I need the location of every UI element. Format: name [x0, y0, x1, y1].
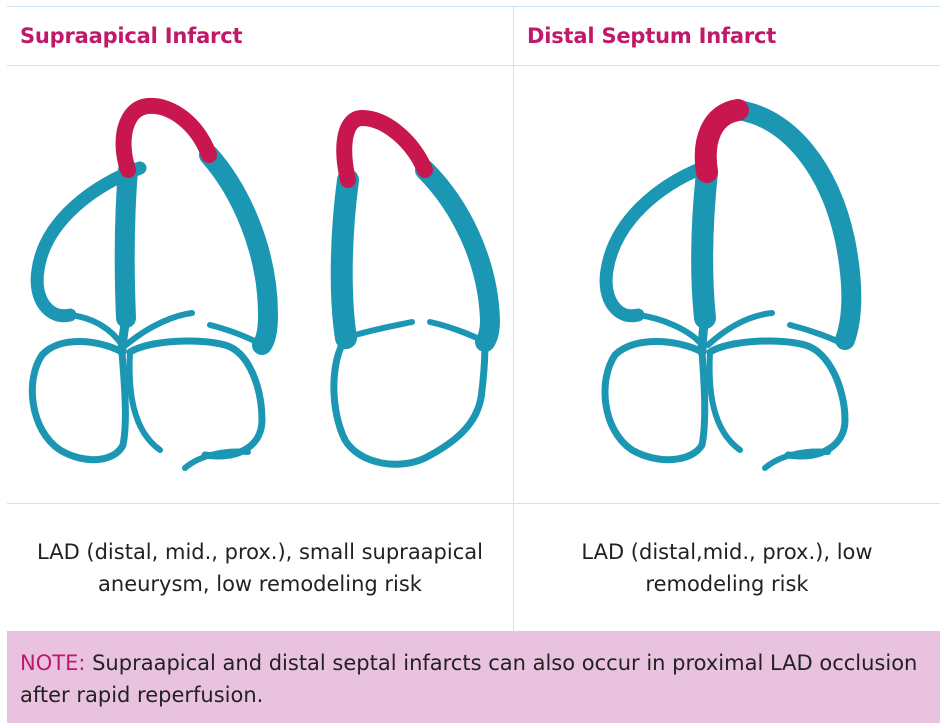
infarct-segment	[124, 106, 209, 170]
note-text: Supraapical and distal septal infarcts c…	[20, 651, 917, 707]
myocardial-wall-segment	[32, 341, 125, 459]
infarct-segment	[344, 118, 425, 180]
myocardial-wall-segment	[738, 110, 851, 340]
four-chamber-heart-icon	[32, 106, 268, 468]
myocardial-wall-segment	[209, 155, 268, 345]
myocardial-wall-segment	[605, 341, 705, 459]
myocardial-wall-segment	[606, 168, 702, 316]
myocardial-wall-segment	[765, 452, 828, 468]
myocardial-wall-segment	[125, 170, 128, 318]
myocardial-wall-segment	[185, 452, 248, 468]
myocardial-wall-segment	[710, 352, 740, 450]
myocardial-wall-segment	[702, 172, 707, 318]
infarct-segment	[706, 110, 738, 172]
four-chamber-heart-icon	[605, 110, 851, 468]
myocardial-wall-segment	[334, 338, 485, 464]
myocardial-wall-segment	[425, 170, 490, 342]
myocardial-wall-segment	[130, 352, 160, 450]
note-label: NOTE:	[20, 651, 85, 675]
note-box: NOTE: Supraapical and distal septal infa…	[7, 631, 940, 723]
myocardial-wall-segment	[430, 322, 485, 342]
two-chamber-heart-icon	[334, 118, 490, 464]
myocardial-wall-segment	[355, 322, 412, 335]
myocardial-wall-segment	[342, 180, 348, 338]
